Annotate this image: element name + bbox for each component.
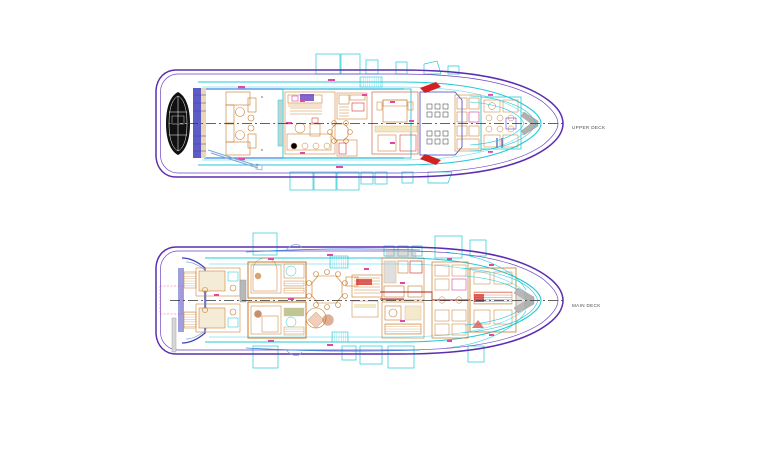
- main-deck-main-saloon: [381, 301, 425, 339]
- main-deck-label: MAIN DECK: [572, 303, 601, 308]
- main-deck-room-tags: [214, 254, 494, 346]
- main-deck-callouts-bottom: [252, 345, 485, 369]
- upper-deck-label: UPPER DECK: [572, 125, 606, 130]
- upper-deck-bulwark: [198, 81, 542, 166]
- main-deck-aft-threshold: [239, 279, 247, 303]
- main-deck-aft-stairs: [183, 271, 197, 329]
- main-deck-aft-mast-mirror: [285, 349, 303, 356]
- upper-deck-forepeak: [480, 94, 522, 153]
- upper-deck-passerelle: [207, 149, 259, 169]
- upper-deck-stair-hatch: [340, 76, 383, 88]
- upper-deck-point-marker-1: [261, 96, 263, 98]
- upper-deck-wheelhouse: [419, 91, 463, 156]
- upper-deck-aft-lounge-furniture: [225, 91, 257, 156]
- upper-deck-davit-marks: [420, 82, 441, 165]
- main-deck-galley: [381, 249, 425, 301]
- upper-deck-master-stateroom: [371, 91, 419, 155]
- main-deck-cabin-tags: [268, 258, 294, 342]
- main-deck-aft-mast: [285, 244, 303, 251]
- upper-deck-threshold: [277, 99, 284, 147]
- main-deck-crew-mess: [431, 261, 469, 339]
- main-deck-plan: MAIN DECK: [155, 232, 601, 369]
- upper-deck-hull-inner-line: [160, 73, 559, 174]
- main-deck-sheer-top: [245, 248, 421, 253]
- upper-deck-forward-cabins: [454, 94, 482, 152]
- upper-deck-aft-bulkhead: [193, 88, 206, 158]
- upper-deck-plan: UPPER DECK: [155, 53, 606, 191]
- main-deck-bulwark: [205, 257, 542, 343]
- main-deck-aft-crew: [195, 267, 241, 333]
- main-deck-swim-ladder: [171, 317, 177, 353]
- upper-deck-hull-outline: [155, 69, 564, 178]
- main-deck-central-stairway: [351, 274, 383, 318]
- upper-deck-point-marker-2: [261, 149, 263, 151]
- upper-deck-callouts-bottom: [289, 171, 453, 191]
- upper-deck-galley: [336, 92, 368, 157]
- main-deck-lounge-seating: [305, 307, 334, 329]
- main-deck-bow-sheer-top: [445, 251, 527, 291]
- main-deck-aft-reference-box: [159, 285, 183, 315]
- main-deck-bow-sheer-bottom: [445, 310, 527, 349]
- upper-deck-salon: [284, 91, 336, 155]
- main-deck-hatch-aft: [331, 331, 349, 343]
- upper-deck-aft-tags: [238, 86, 292, 161]
- main-deck-service-pipe-run: [380, 291, 470, 301]
- upper-deck-passerelle-end: [255, 163, 263, 171]
- main-deck-hatch: [329, 255, 349, 269]
- main-deck-hull-inner-line: [160, 250, 559, 351]
- main-deck-sheer-bottom: [245, 347, 421, 352]
- main-deck-guest-cabin-starboard: [247, 301, 307, 339]
- main-deck-dining-saloon: [306, 269, 359, 310]
- upper-deck-room-tags: [300, 79, 414, 168]
- main-deck-hull-outline: [155, 246, 564, 355]
- main-deck-callouts-top: [252, 232, 487, 259]
